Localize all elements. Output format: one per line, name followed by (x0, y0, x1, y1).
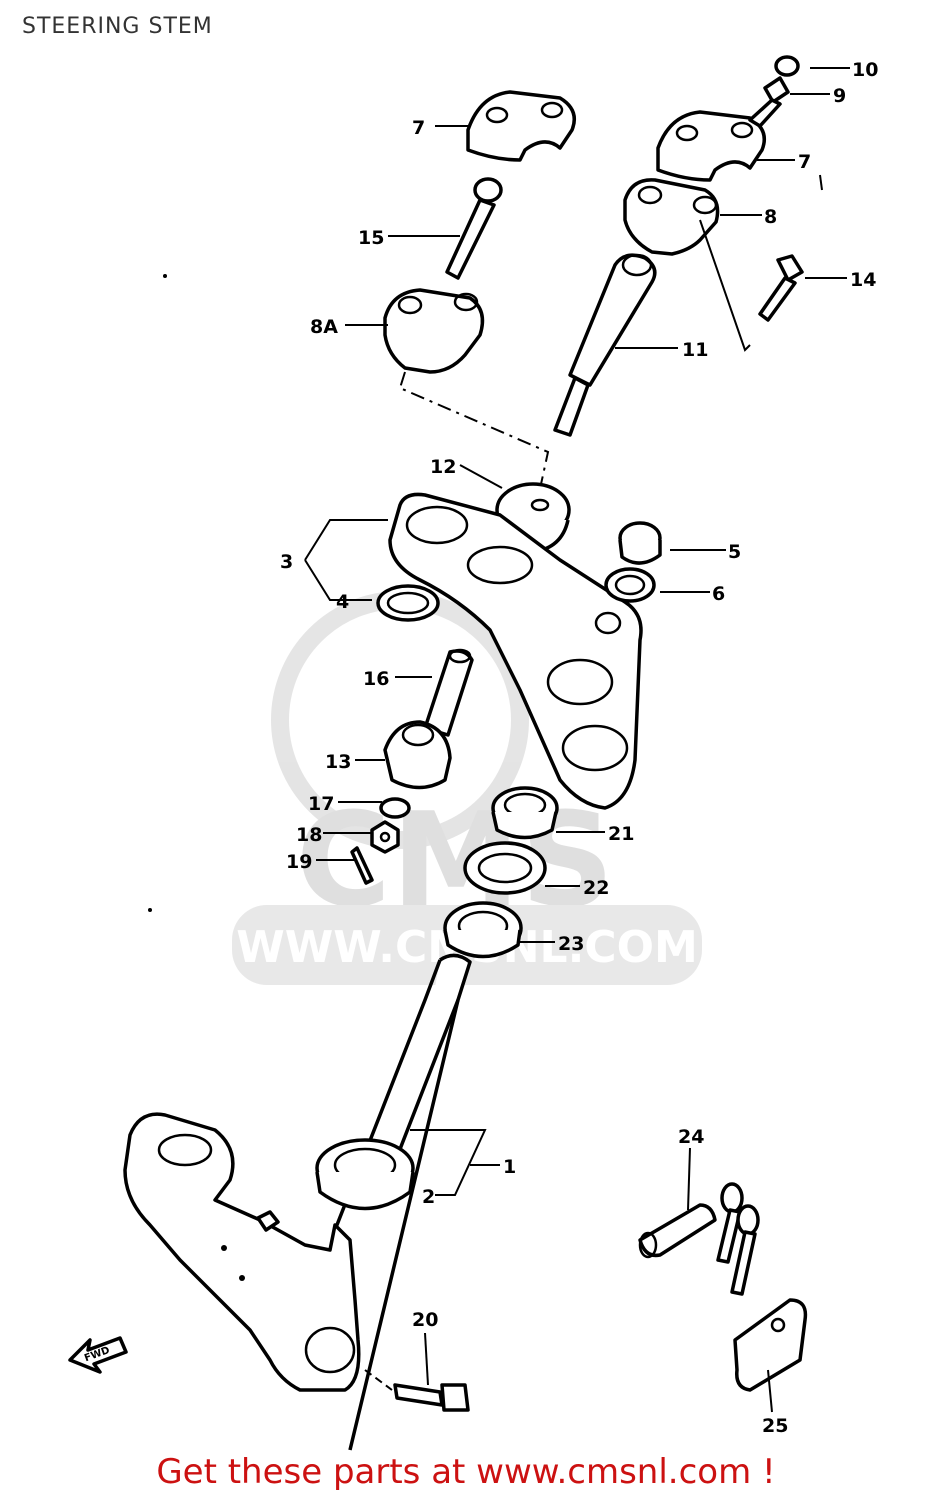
part-11-handlebar-post[interactable] (553, 253, 657, 437)
label-19: 19 (286, 851, 312, 873)
label-6: 6 (712, 583, 725, 605)
label-16: 16 (363, 668, 389, 690)
part-8a-holder[interactable] (383, 288, 485, 374)
label-18: 18 (296, 824, 322, 846)
label-4: 4 (336, 591, 349, 613)
part-23-bearing[interactable] (443, 901, 523, 959)
label-20: 20 (412, 1309, 438, 1331)
footer-link[interactable]: Get these parts at www.cmsnl.com ! (156, 1452, 776, 1492)
part-14-bolt[interactable] (758, 254, 804, 322)
part-21-steering-nut[interactable] (491, 786, 559, 840)
label-23: 23 (558, 933, 584, 955)
part-24-lock-set[interactable] (638, 1182, 760, 1296)
label-8a: 8A (310, 316, 338, 338)
part-19-screw[interactable] (350, 846, 374, 885)
label-21: 21 (608, 823, 634, 845)
page-title: STEERING STEM (22, 14, 213, 39)
part-22-dust-seal[interactable] (463, 841, 547, 895)
part-2-bearing[interactable] (315, 1138, 415, 1211)
part-4-washer[interactable] (376, 584, 440, 622)
label-25: 25 (762, 1415, 788, 1437)
part-13-damper[interactable] (383, 720, 452, 790)
label-5: 5 (728, 541, 741, 563)
part-9-bolt[interactable] (748, 76, 790, 128)
part-3-upper-bracket[interactable] (388, 492, 643, 810)
part-18-nut[interactable] (370, 820, 400, 854)
label-12: 12 (430, 456, 456, 478)
label-9: 9 (833, 85, 846, 107)
label-3: 3 (280, 551, 293, 573)
label-2: 2 (422, 1186, 435, 1208)
leader-lines (304, 67, 850, 1413)
part-15-bolt[interactable] (445, 177, 503, 280)
label-17: 17 (308, 793, 334, 815)
part-17-washer[interactable] (379, 797, 411, 819)
part-6-washer[interactable] (604, 567, 656, 603)
part-1-steering-stem[interactable] (123, 953, 472, 1451)
part-8-holder[interactable] (623, 178, 720, 256)
label-14: 14 (850, 269, 876, 291)
part-16-pin[interactable] (423, 648, 474, 737)
part-7-left-clamp-top[interactable] (466, 90, 576, 162)
label-22: 22 (583, 877, 609, 899)
label-7-left: 7 (412, 117, 425, 139)
forward-direction-arrow: FWD (68, 1336, 128, 1374)
label-11: 11 (682, 339, 708, 361)
label-1: 1 (503, 1156, 516, 1178)
part-5-cap[interactable] (618, 521, 662, 565)
part-20-bolt[interactable] (364, 1369, 470, 1412)
label-13: 13 (325, 751, 351, 773)
part-7-right-clamp-top[interactable] (656, 110, 766, 182)
label-24: 24 (678, 1126, 704, 1148)
label-8: 8 (764, 206, 777, 228)
label-15: 15 (358, 227, 384, 249)
part-10-washer[interactable] (774, 55, 800, 77)
label-10: 10 (852, 59, 878, 81)
label-7-right: 7 (798, 151, 811, 173)
part-labels: 10 9 7 7 8 15 14 8A 11 12 3 5 6 4 16 13 … (280, 59, 878, 1437)
part-25-plate[interactable] (733, 1298, 808, 1392)
